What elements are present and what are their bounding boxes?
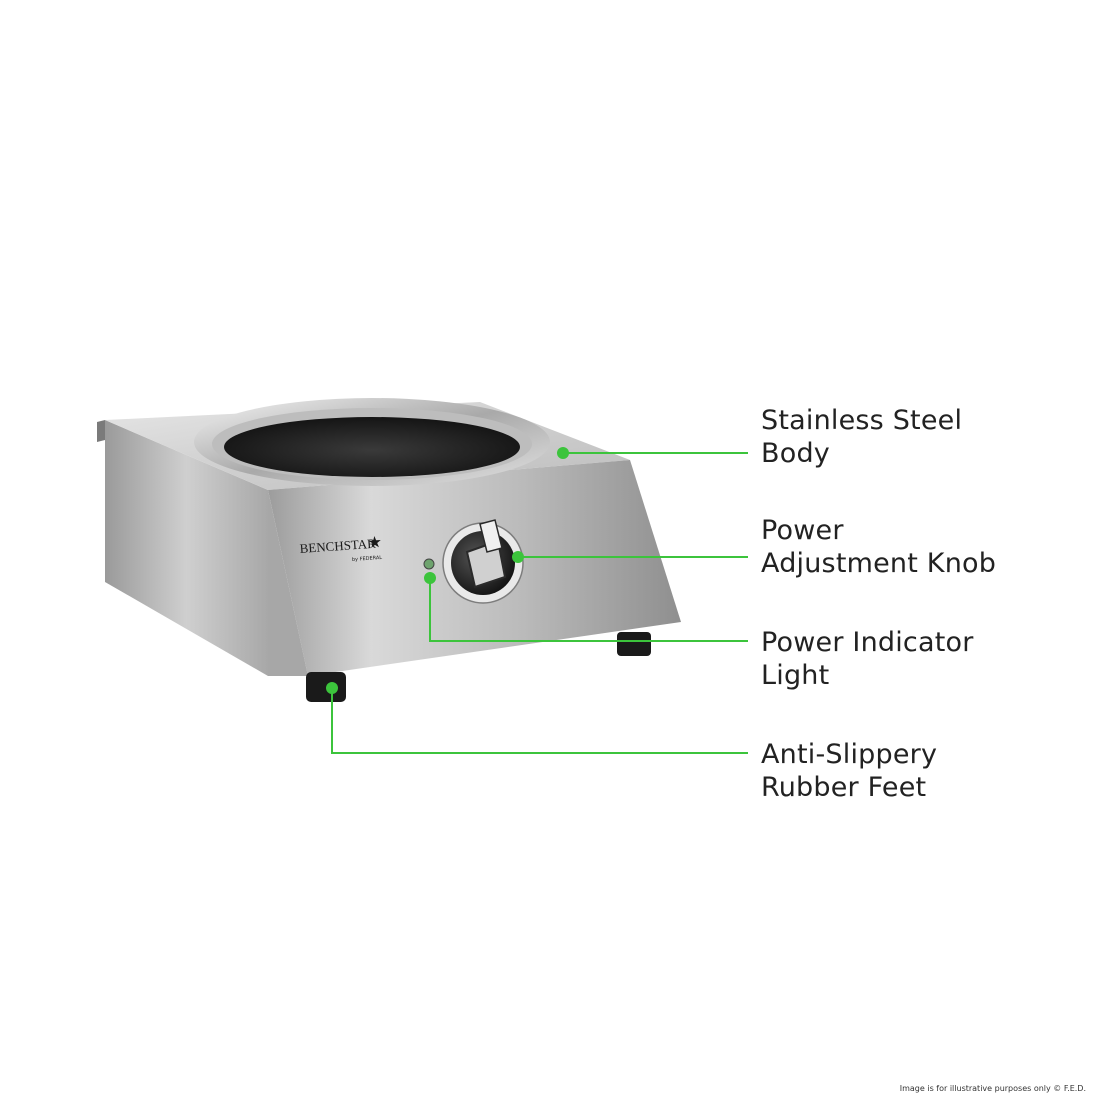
callout-lines [331,452,748,754]
callout-line-indicator [429,578,748,642]
back-bracket [97,420,105,442]
front-lower-face [268,490,308,676]
callout-line1: Anti-Slippery [761,739,938,770]
rear-right-foot [617,632,651,656]
disclaimer-text: Image is for illustrative purposes only … [899,1084,1086,1093]
left-side-panel [105,420,268,676]
callout-dot-indicator [424,572,436,584]
callout-line2: Adjustment Knob [761,548,997,579]
callout-power-adjustment-knob: Power Adjustment Knob [761,514,996,580]
brand-star-icon: ★ [367,532,383,552]
callout-line2: Rubber Feet [761,772,927,803]
brand-logo: BENCHSTAR [299,536,376,556]
power-adjustment-knob[interactable] [442,519,524,604]
callout-stainless-steel-body: Stainless Steel Body [761,404,962,470]
callout-dots [326,447,569,694]
power-indicator-light [423,558,435,570]
callout-line2: Light [761,660,830,691]
callout-line2: Body [761,438,830,469]
callout-anti-slippery-rubber-feet: Anti-Slippery Rubber Feet [761,738,937,804]
wok-bowl [224,417,520,477]
callout-dot-knob [512,551,524,563]
front-left-foot [306,672,346,702]
callout-power-indicator-light: Power Indicator Light [761,626,974,692]
callout-dot-feet [326,682,338,694]
callout-line1: Power [761,515,844,546]
callout-dot-body [557,447,569,459]
callout-line1: Power Indicator [761,627,974,658]
callout-line-feet [331,688,748,754]
sub-brand-logo: by FEDERAL [352,555,383,563]
callout-line1: Stainless Steel [761,405,963,436]
